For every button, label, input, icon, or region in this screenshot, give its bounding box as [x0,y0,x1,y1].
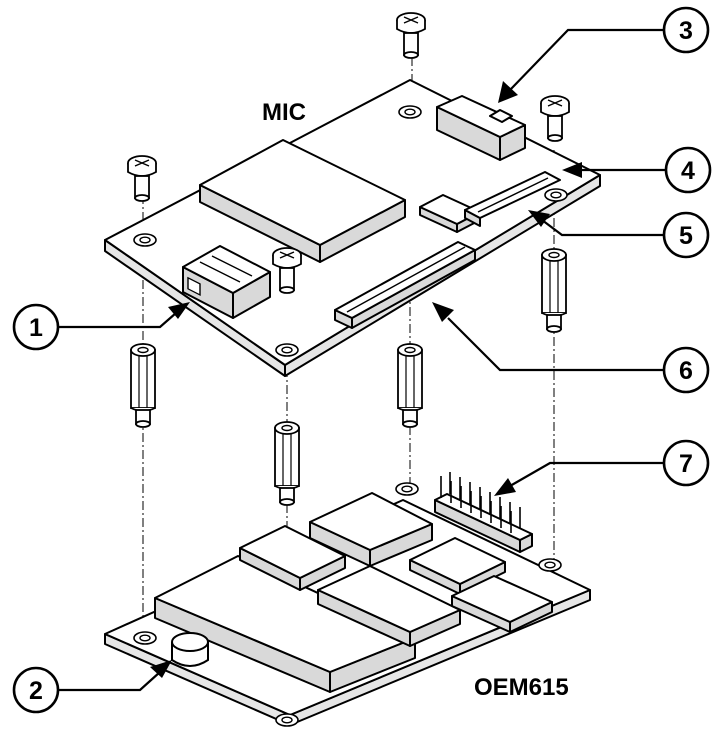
screw-icon [540,95,570,142]
callout-number: 3 [679,17,693,45]
oem615-board [104,472,591,727]
callout-7: 7 [662,439,710,487]
callout-number: 7 [679,450,693,478]
power-connector [182,245,271,319]
screw-icon [127,155,157,202]
card-slot-connector [334,241,476,329]
mounting-hole-icon [395,482,419,496]
standoff-icon [274,421,300,506]
mounting-hole-icon [544,188,568,202]
callout-number: 1 [29,314,43,342]
header-connector [434,472,533,553]
callout-3: 3 [662,6,710,54]
mounting-hole-icon [275,713,299,727]
oem-chip [239,525,346,591]
callout-number: 5 [679,222,693,250]
card-slot-connector [464,171,561,227]
callout-1: 1 [12,303,60,351]
callout-number: 2 [29,677,43,705]
mounting-hole-icon [133,631,157,645]
callout-4: 4 [664,146,712,194]
oem-chip [451,575,553,633]
mounting-hole-icon [133,233,157,247]
callout-6: 6 [662,346,710,394]
mounting-hole-icon [538,558,562,572]
standoff-icon [541,248,567,333]
mic-board [104,79,601,377]
mic-label: MIC [262,99,306,126]
mounting-hole-icon [275,343,299,357]
mounting-hole-icon [398,105,422,119]
board-connector [436,95,526,161]
oem615-label: OEM615 [474,674,569,701]
callout-5: 5 [662,211,710,259]
oem-large-module [154,555,416,693]
screw-icon [396,12,426,59]
standoff-icon [397,343,423,428]
standoff-icon [130,343,156,428]
leader-lines [58,28,666,692]
callout-number: 4 [681,157,695,185]
oem-chip [317,565,461,647]
antenna-connector [171,632,209,667]
callout-2: 2 [12,666,60,714]
callout-number: 6 [679,357,693,385]
mic-processor [199,139,406,263]
